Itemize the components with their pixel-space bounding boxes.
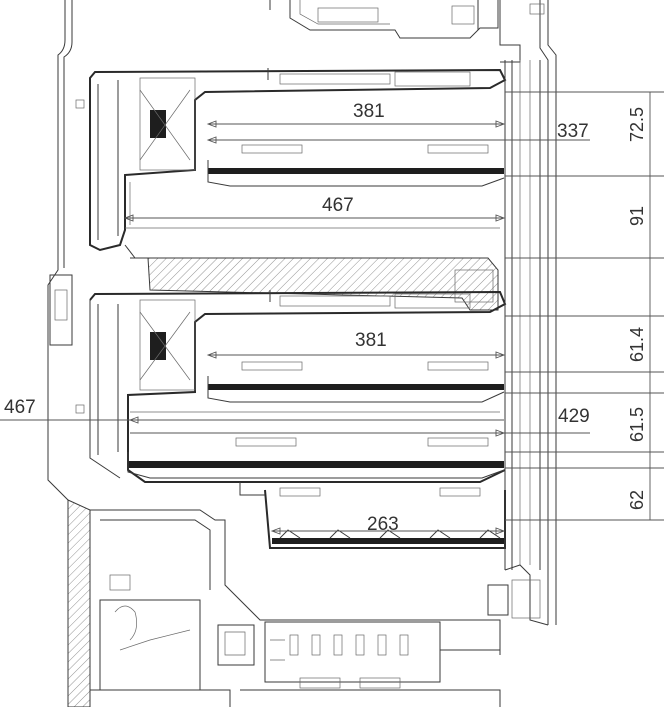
dimension-lines xyxy=(0,91,664,535)
cavity-separator xyxy=(124,244,499,311)
dim-lower-rack-width: 381 xyxy=(355,330,387,351)
base-section xyxy=(67,499,501,707)
dim-height-drawer: 62 xyxy=(627,490,647,510)
dim-lower-rack-depth: 429 xyxy=(558,406,590,427)
housing-outline xyxy=(47,0,557,707)
left-hinge-block xyxy=(49,99,85,414)
dim-lower-cavity-depth: 467 xyxy=(4,397,36,418)
dim-upper-rack-depth: 337 xyxy=(557,121,589,142)
lower-cavity xyxy=(89,290,507,483)
dim-height-lower-middle: 61.5 xyxy=(627,407,647,442)
dim-upper-rack-width: 381 xyxy=(353,101,385,122)
top-control-section xyxy=(289,0,545,63)
upper-cavity xyxy=(89,68,507,252)
door-panel xyxy=(487,60,549,626)
dim-height-upper-bottom: 91 xyxy=(627,206,647,226)
dim-drawer-width: 263 xyxy=(367,514,399,535)
dim-height-upper-top: 72.5 xyxy=(627,107,647,142)
dim-upper-cavity-depth: 467 xyxy=(322,195,354,216)
dim-height-lower-top: 61.4 xyxy=(627,327,647,362)
